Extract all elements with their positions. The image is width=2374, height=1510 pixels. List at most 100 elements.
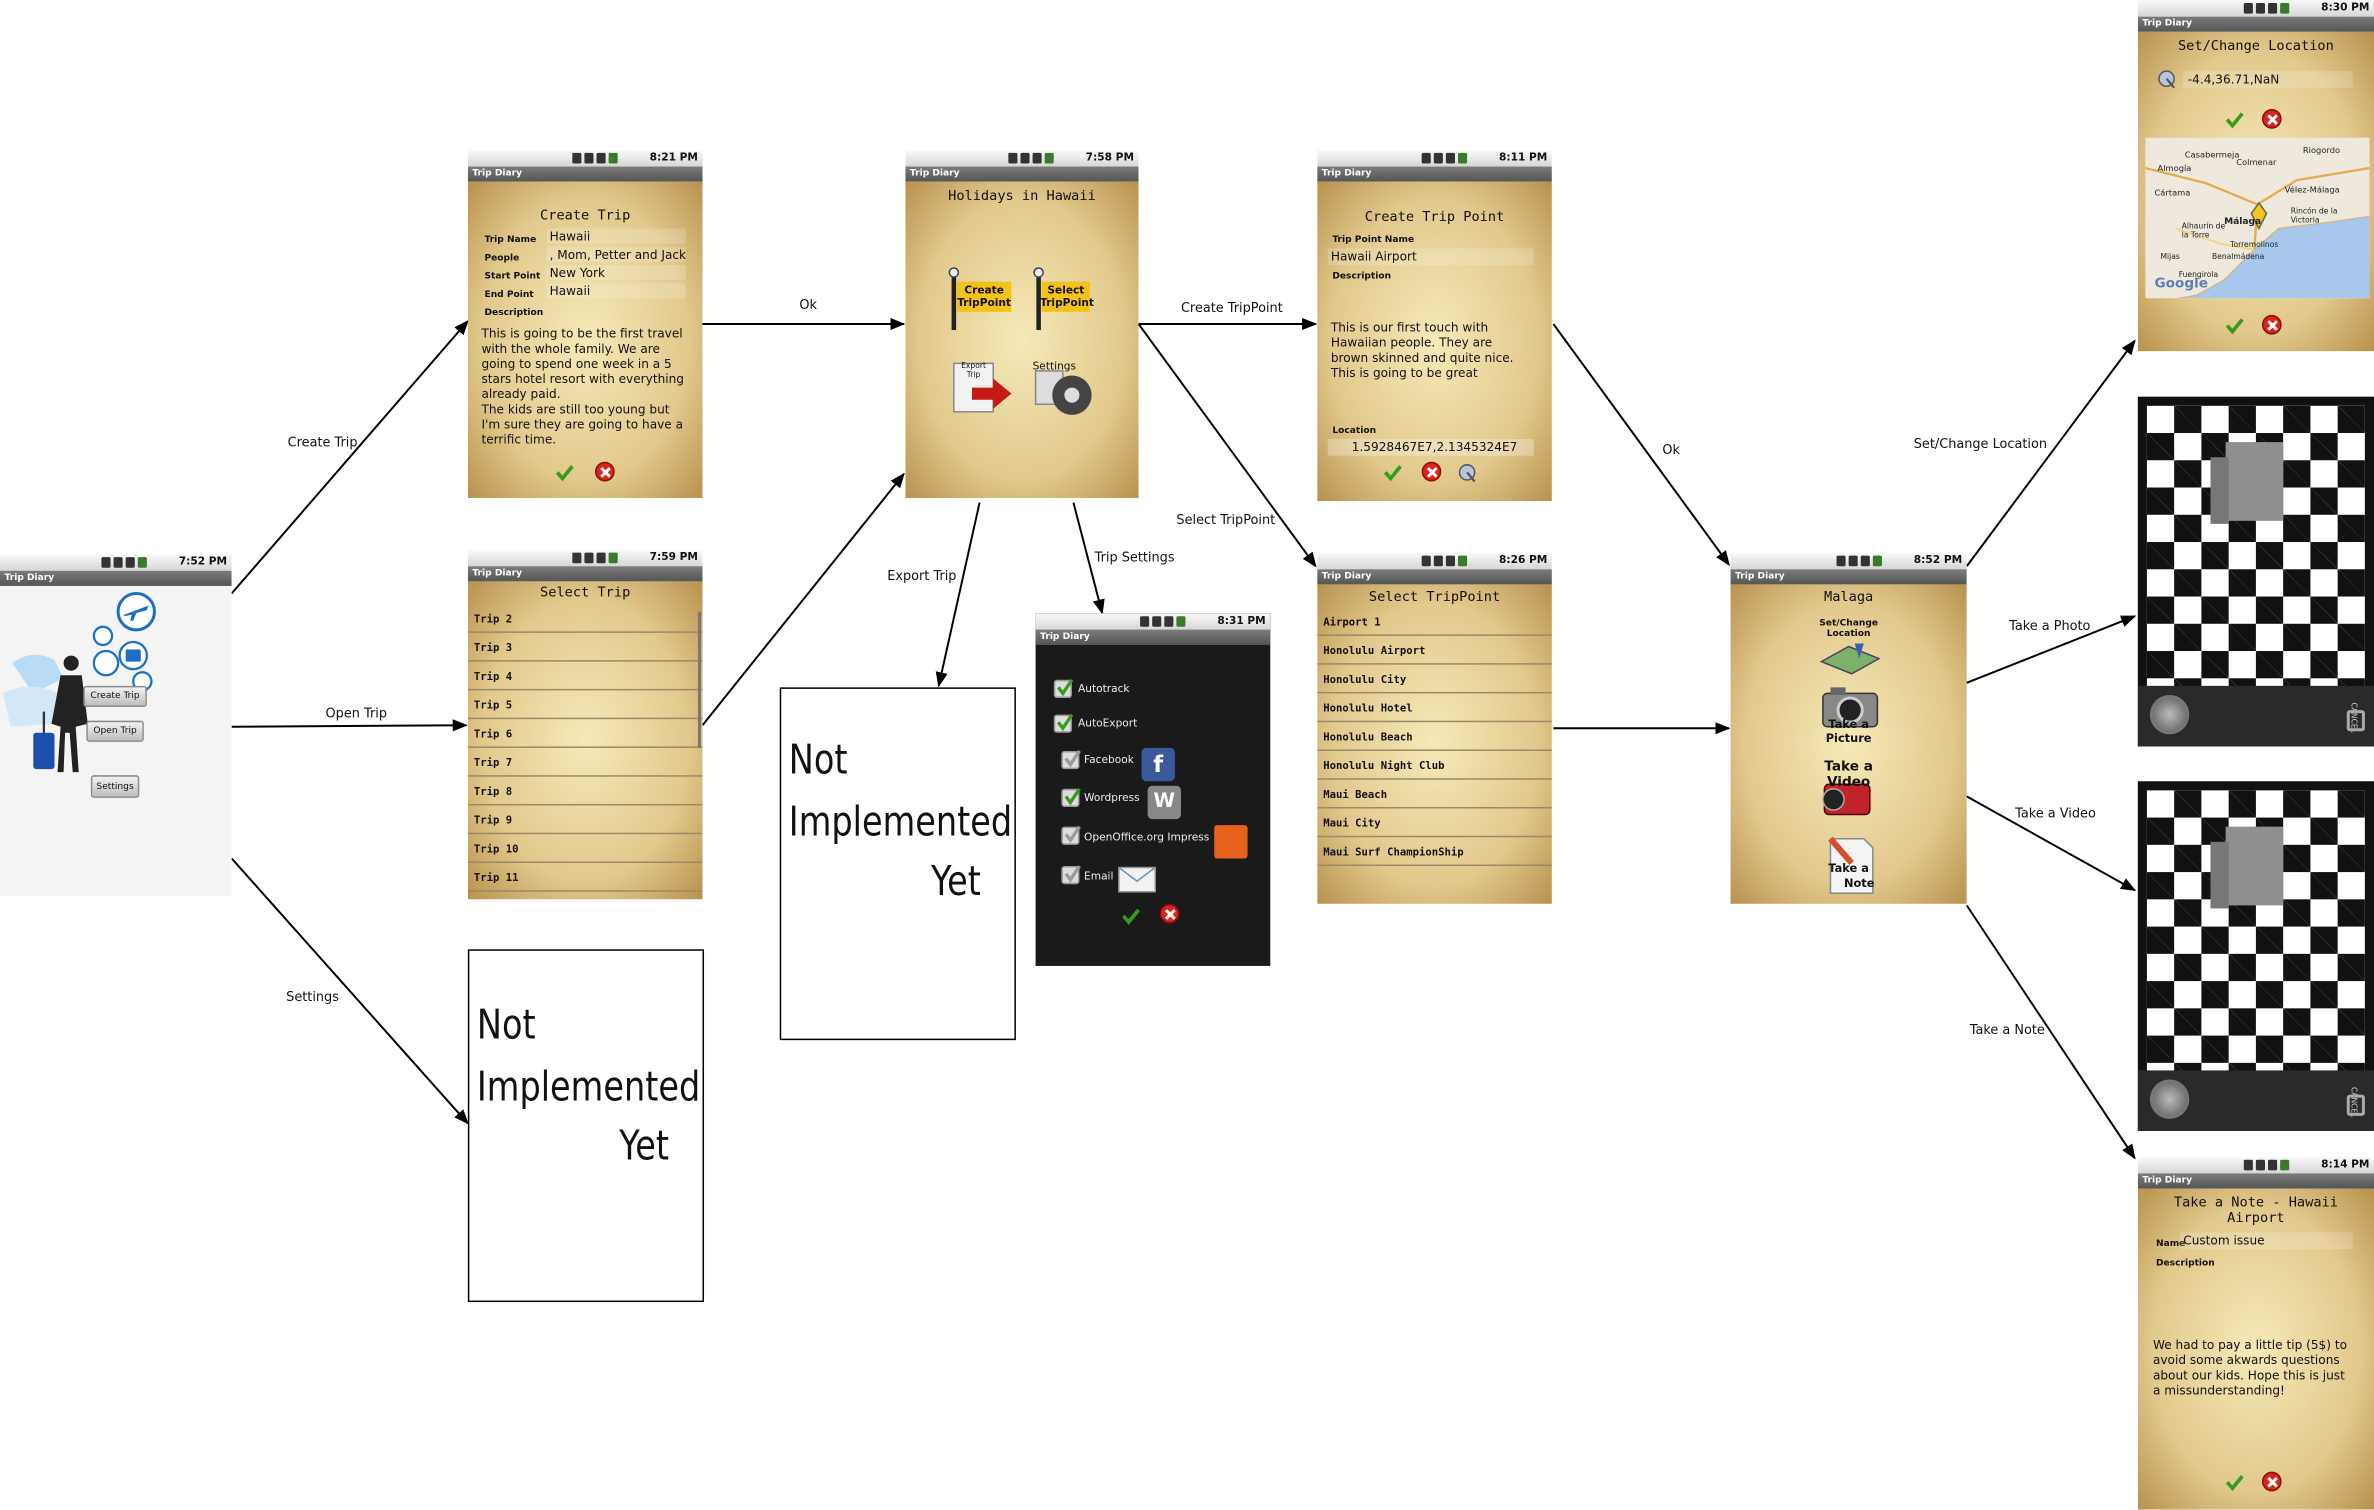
arrow-select-trippoint [1137, 323, 1317, 568]
ok-check-icon[interactable] [1122, 907, 1140, 925]
trippoint-list-item[interactable]: Honolulu Night Club [1317, 751, 1552, 780]
description-field[interactable]: This is going to be the first travel wit… [481, 327, 684, 447]
trip-name-label: Trip Name [484, 234, 537, 246]
flag-icon [948, 267, 1012, 331]
take-note-item[interactable]: Take a Note [1809, 833, 1888, 897]
create-trippoint-item[interactable]: Create TripPoint [948, 266, 1018, 333]
status-bar: 7:52 PM [0, 554, 232, 571]
autoexport-checkbox[interactable] [1053, 713, 1074, 733]
trip-list-item[interactable]: Trip 8 [467, 777, 703, 806]
take-video-item[interactable]: Take a Video [1809, 757, 1888, 827]
trip-settings-item[interactable]: Settings [1033, 356, 1097, 420]
trippoint-name-field[interactable]: Hawaii Airport [1330, 249, 1417, 264]
create-trip-button[interactable]: Create Trip [83, 685, 147, 708]
trippoint-list-item[interactable]: Maui City [1317, 808, 1552, 838]
trippoint-list-item[interactable]: Maui Beach [1317, 780, 1552, 809]
status-bar: 8:14 PM [2137, 1156, 2374, 1174]
cancel-x-icon[interactable] [2261, 1471, 2282, 1492]
note-description-field[interactable]: We had to pay a little tip (5$) to avoid… [2152, 1338, 2348, 1398]
location-label: Location [1332, 425, 1377, 437]
start-point-field[interactable]: New York [549, 266, 606, 281]
camera-switch-icon[interactable] [2346, 1094, 2365, 1116]
edge-label-settings: Settings [286, 990, 339, 1006]
arrow-take-video [1966, 795, 2137, 892]
export-arrow-icon [953, 362, 1012, 413]
status-bar: 8:30 PM [2137, 0, 2374, 17]
take-picture-item[interactable]: Take a Picture [1809, 684, 1888, 748]
trip-list-item[interactable]: Trip 9 [467, 805, 703, 835]
trip-list-item[interactable]: Trip 10 [467, 834, 703, 863]
status-time: 8:26 PM [1498, 554, 1548, 567]
ok-check-icon[interactable] [555, 463, 574, 482]
end-point-field[interactable]: Hawaii [549, 284, 591, 299]
not-implemented-box-export: Not Implemented Yet [779, 687, 1016, 1041]
ok-check-icon[interactable] [2225, 111, 2244, 129]
wordpress-checkbox[interactable] [1061, 787, 1081, 807]
shutter-button[interactable] [2149, 694, 2190, 735]
trippoint-list-item[interactable]: Maui Surf ChampionShip [1317, 837, 1552, 867]
end-point-label: End Point [484, 289, 534, 300]
trip-list-item[interactable]: Trip 7 [467, 748, 703, 777]
screen-trip-settings: 8:31 PM Trip Diary Autotrack AutoExport … [1035, 613, 1271, 966]
cancel-x-icon[interactable] [1421, 461, 1442, 482]
people-field[interactable]: , Mom, Petter and Jack [549, 248, 687, 262]
trippoint-list-item[interactable]: Airport 1 [1317, 607, 1552, 636]
select-trippoint-item[interactable]: Select TripPoint [1033, 266, 1097, 333]
trip-list-item[interactable]: Trip 6 [467, 719, 703, 748]
edge-label-take-note: Take a Note [1969, 1023, 2045, 1039]
facebook-checkbox[interactable] [1061, 750, 1081, 770]
edge-label-open-trip: Open Trip [325, 707, 388, 723]
trip-list-item[interactable]: Trip 3 [467, 633, 703, 662]
screen-title: Create Trip Point [1364, 210, 1505, 226]
trippoint-description-field[interactable]: This is our first touch with Hawaiian pe… [1330, 320, 1514, 381]
satellite-icon[interactable] [1456, 462, 1477, 483]
map-view[interactable]: Casabermeja Almogía Colmenar Riogordo Cá… [2145, 137, 2370, 299]
screen-trippoint-menu: 8:52 PM Trip Diary Malaga Set/Change Loc… [1730, 552, 1967, 904]
screen-title: Select TripPoint [1368, 590, 1501, 606]
trippoint-list-item[interactable]: Honolulu Airport [1317, 636, 1552, 665]
edge-label-export-trip: Export Trip [887, 569, 957, 585]
ok-check-icon[interactable] [2225, 316, 2244, 335]
location-field[interactable]: 1.5928467E7,2.1345324E7 [1351, 440, 1518, 455]
trippoint-list-item[interactable]: Honolulu Hotel [1317, 693, 1552, 723]
coordinates-field[interactable]: -4.4,36.71,NaN [2187, 72, 2280, 87]
edge-label-select-trippoint: Select TripPoint [1176, 513, 1276, 529]
trip-list-item[interactable]: Trip 4 [467, 662, 703, 691]
cancel-x-icon[interactable] [1159, 903, 1180, 924]
ok-check-icon[interactable] [1383, 463, 1402, 482]
description-label: Description [484, 307, 544, 318]
scrollbar[interactable] [697, 611, 701, 748]
settings-button[interactable]: Settings [90, 775, 140, 798]
trip-name-field[interactable]: Hawaii [549, 230, 591, 244]
focus-box [2225, 442, 2284, 521]
ok-check-icon[interactable] [2225, 1473, 2244, 1492]
autotrack-checkbox[interactable] [1053, 678, 1074, 698]
cancel-x-icon[interactable] [2261, 109, 2282, 129]
video-camera-icon [1822, 783, 1871, 816]
trip-list-item[interactable]: Trip 11 [467, 863, 703, 892]
paper-background: Create Trip Trip Name Hawaii People , Mo… [467, 181, 703, 499]
record-button[interactable] [2149, 1079, 2190, 1119]
status-bar: 8:26 PM [1317, 552, 1552, 570]
trip-list-item[interactable]: Trip 2 [467, 604, 703, 633]
note-name-field[interactable]: Custom issue [2183, 1233, 2265, 1248]
cancel-x-icon[interactable] [2261, 314, 2282, 335]
trippoint-list-item[interactable]: Honolulu City [1317, 665, 1552, 694]
arrow-open-to-menu [701, 472, 905, 726]
title-bar: Trip Diary [467, 166, 703, 182]
status-bar: 8:52 PM [1730, 552, 1967, 570]
screen-create-trippoint: 8:11 PM Trip Diary Create Trip Point Tri… [1317, 149, 1552, 502]
map-roads [2145, 166, 2370, 299]
export-trip-item[interactable]: Export Trip [951, 357, 1015, 418]
trip-list-item[interactable]: Trip 5 [467, 690, 703, 720]
openoffice-checkbox[interactable] [1061, 825, 1081, 845]
email-checkbox[interactable] [1061, 865, 1081, 885]
screen-title: Create Trip [540, 208, 631, 225]
camera-switch-icon[interactable] [2346, 710, 2365, 732]
cancel-x-icon[interactable] [595, 461, 615, 482]
set-location-item[interactable]: Set/Change Location [1809, 618, 1888, 679]
trippoint-list-item[interactable]: Honolulu Beach [1317, 722, 1552, 751]
paper-background: Take a Note - Hawaii Airport Name Custom… [2137, 1188, 2374, 1510]
open-trip-button[interactable]: Open Trip [86, 720, 144, 742]
